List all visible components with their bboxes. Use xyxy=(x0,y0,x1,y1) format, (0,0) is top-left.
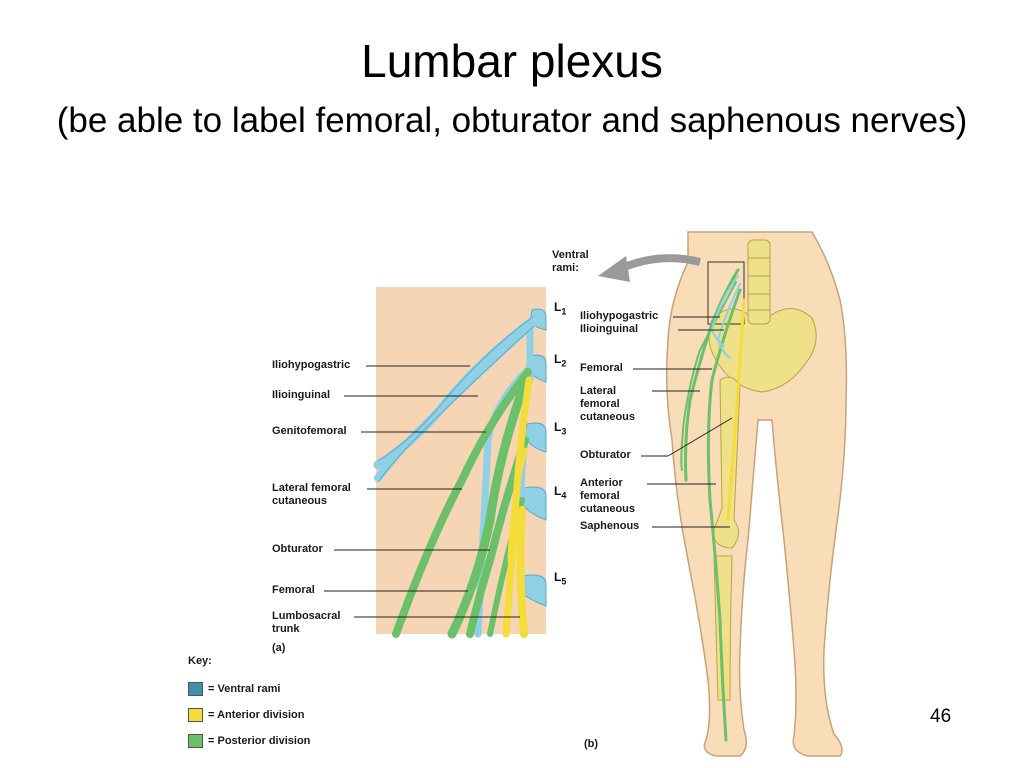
key-swatch-anterior-division xyxy=(188,708,203,722)
key-title: Key: xyxy=(188,655,212,667)
segment-label-l5: L5 xyxy=(554,570,567,587)
slide-number: 46 xyxy=(930,706,952,727)
label-b-obturator: Obturator xyxy=(580,449,631,461)
label-a-genitofemoral: Genitofemoral xyxy=(272,425,347,437)
segment-label-l3: L3 xyxy=(554,420,567,437)
femur xyxy=(711,376,741,549)
label-b-lateral-femoral-cutaneous: Lateral femoral cutaneous xyxy=(580,385,636,423)
panel-b-leader-lines xyxy=(633,316,733,528)
key-label-posterior-division: = Posterior division xyxy=(208,735,311,747)
key-label-ventral-rami: = Ventral rami xyxy=(208,683,281,695)
label-a-lateral-femoral-cutaneous: Lateral femoral cutaneous xyxy=(272,482,351,507)
key-swatch-ventral-rami xyxy=(188,682,203,696)
panel-a-label: (a) xyxy=(272,642,286,654)
segment-label-l1: L1 xyxy=(554,300,567,317)
label-ventral-rami: Ventral rami: xyxy=(552,249,589,274)
label-a-lumbosacral-trunk: Lumbosacral trunk xyxy=(272,610,341,635)
spine xyxy=(747,239,771,325)
label-b-femoral: Femoral xyxy=(580,362,623,374)
panel-a-leader-lines xyxy=(324,365,520,618)
panel-b-figure xyxy=(598,231,848,757)
page-subtitle: (be able to label femoral, obturator and… xyxy=(56,101,968,140)
label-b-saphenous: Saphenous xyxy=(580,520,640,532)
panel-b-label: (b) xyxy=(584,738,599,750)
plexus-box xyxy=(707,261,745,325)
page-title: Lumbar plexus xyxy=(361,35,663,87)
key-swatch-posterior-division xyxy=(188,734,203,748)
ventral-rami-arrow xyxy=(620,254,701,272)
panel-a-nerve-outlines xyxy=(377,315,535,483)
label-a-obturator: Obturator xyxy=(272,543,323,555)
label-b-anterior-femoral-cutaneous: Anterior femoral cutaneous xyxy=(580,477,636,515)
segment-label-l4: L4 xyxy=(554,484,567,501)
label-b-iliohypogastric: Iliohypogastric xyxy=(580,310,659,322)
key-label-anterior-division: = Anterior division xyxy=(208,709,305,721)
label-a-ilioinguinal: Ilioinguinal xyxy=(272,389,331,401)
label-a-femoral: Femoral xyxy=(272,584,315,596)
label-a-iliohypogastric: Iliohypogastric xyxy=(272,359,351,371)
segment-label-l2: L2 xyxy=(554,352,567,369)
panel-a-anterior-division xyxy=(502,376,533,638)
label-b-ilioinguinal: Ilioinguinal xyxy=(580,323,639,335)
